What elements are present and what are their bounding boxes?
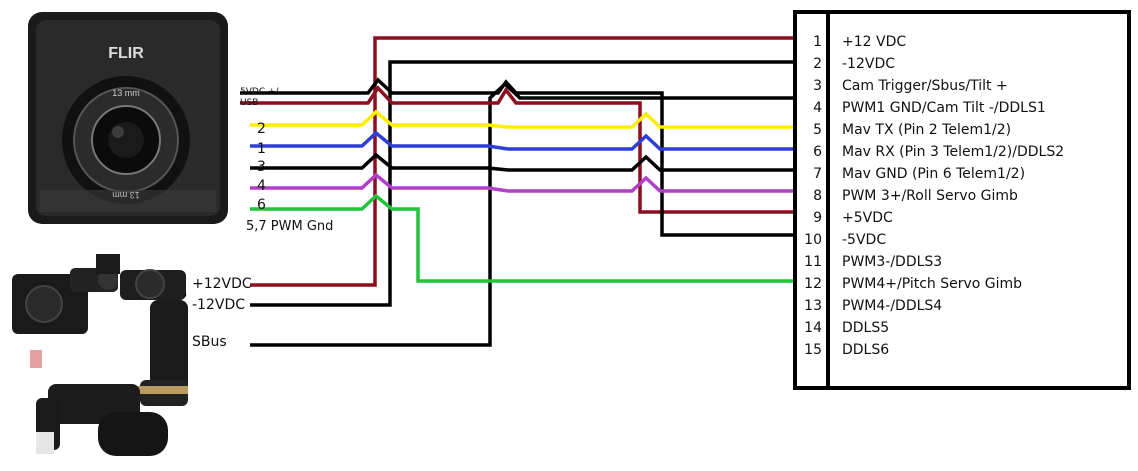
gimbal-label-tick: ' (184, 291, 188, 305)
wire-cam6-to-pin12 (250, 193, 795, 283)
pin-number: 7 (813, 166, 822, 182)
wire-plus12-to-pin1 (250, 36, 797, 287)
pin-number: 13 (804, 298, 822, 314)
lens-text-bottom: 13 mm (112, 190, 140, 200)
pin-label: PWM 3+/Roll Servo Gimb (842, 188, 1018, 204)
camera-label-pin1: 1 (257, 141, 266, 157)
camera-label-pin3: 3 (257, 159, 266, 175)
camera-label-pwm-gnd: 5,7 PWM Gnd (246, 219, 334, 234)
gimbal-label-sbus: SBus (192, 334, 227, 350)
pin-number: 6 (813, 144, 822, 160)
camera-label-pin2: 2 (257, 121, 266, 137)
pin-label: DDLS6 (842, 342, 890, 358)
pin-label: DDLS5 (842, 320, 890, 336)
pin-label: Mav RX (Pin 3 Telem1/2)/DDLS2 (842, 144, 1065, 160)
pin-label: PWM1 GND/Cam Tilt -/DDLS1 (842, 100, 1046, 116)
flir-brand-text: FLIR (108, 45, 144, 62)
pin-number: 1 (813, 34, 822, 50)
wire-5vdc-minus-to-pin10 (240, 77, 795, 237)
pin-number: 14 (804, 320, 822, 336)
pin-number: 10 (804, 232, 822, 248)
pin-number: 5 (813, 122, 822, 138)
wire-cam1-to-pin6 (250, 130, 795, 151)
pin-number: 11 (804, 254, 822, 270)
pin-label: PWM4+/Pitch Servo Gimb (842, 276, 1023, 292)
gimbal-label-plus12: +12VDC (192, 276, 252, 292)
gimbal-image (12, 254, 188, 456)
pin-number: 8 (813, 188, 822, 204)
pin-label: PWM4-/DDLS4 (842, 298, 943, 314)
camera-label-pin6: 6 (257, 197, 266, 213)
pin-label: Mav TX (Pin 2 Telem1/2) (842, 122, 1012, 138)
pin-label: -5VDC (842, 232, 887, 248)
pin-number: 9 (813, 210, 822, 226)
pin-number: 2 (813, 56, 822, 72)
pin-label: -12VDC (842, 56, 895, 72)
pin-label: PWM3-/DDLS3 (842, 254, 943, 270)
camera-label-pin4: 4 (257, 178, 266, 194)
camera-label-usb: USB (240, 98, 259, 108)
wire-5vdc-plus-to-pin9 (240, 85, 795, 214)
pin-number: 4 (813, 100, 822, 116)
pin-number: 3 (813, 78, 822, 94)
flir-camera-image (28, 12, 228, 224)
gimbal-label-minus12: -12VDC (192, 297, 245, 313)
wire-cam3-to-pin7 (250, 152, 795, 172)
pin-number: 15 (804, 342, 822, 358)
pin-label: +5VDC (842, 210, 893, 226)
pin-number: 12 (804, 276, 822, 292)
wire-cam4-to-pin8 (250, 172, 795, 193)
connector-box (793, 10, 1131, 390)
wire-cam2-to-pin5 (250, 109, 795, 129)
pin-label: +12 VDC (842, 34, 907, 50)
pin-label: Cam Trigger/Sbus/Tilt + (842, 78, 1008, 94)
camera-label-usb-power: 5VDC +/- (240, 87, 282, 97)
lens-text-top: 13 mm (112, 88, 140, 98)
pin-label: Mav GND (Pin 6 Telem1/2) (842, 166, 1026, 182)
